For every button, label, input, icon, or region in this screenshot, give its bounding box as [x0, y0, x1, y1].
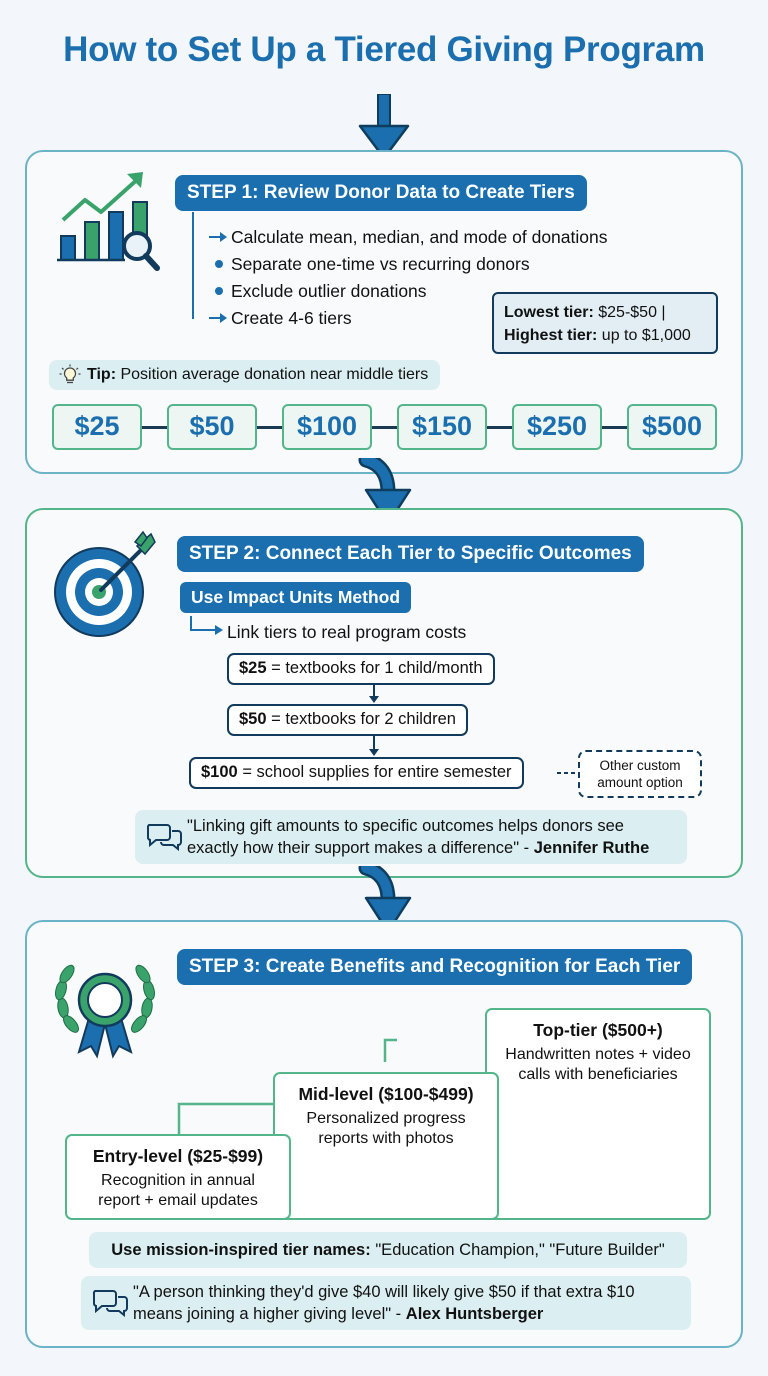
- tier-names-banner: Use mission-inspired tier names: "Educat…: [89, 1232, 687, 1268]
- step3-panel: STEP 3: Create Benefits and Recognition …: [25, 920, 743, 1348]
- bullet-dot-icon: [215, 260, 223, 268]
- tier-connector-line: [62, 426, 708, 429]
- arrow-right-icon: [209, 313, 227, 323]
- arrow-right-icon: [190, 616, 223, 635]
- bar-chart-magnifier-icon: [57, 172, 160, 271]
- tier-card-mid: Mid-level ($100-$499) Personalized progr…: [273, 1072, 499, 1220]
- tier-amounts-row: $25 $50 $100 $150 $250 $500: [52, 404, 718, 450]
- arrow-down-icon: [369, 736, 379, 756]
- outcome-item: $25 = textbooks for 1 child/month: [227, 653, 495, 685]
- tier-card-top: Top-tier ($500+) Handwritten notes + vid…: [485, 1008, 711, 1220]
- quote-banner: "Linking gift amounts to specific outcom…: [135, 810, 687, 864]
- tier-box: $250: [512, 404, 602, 450]
- speech-bubbles-icon: [146, 824, 182, 851]
- quote-banner: "A person thinking they'd give $40 will …: [81, 1276, 691, 1330]
- tier-box: $500: [627, 404, 717, 450]
- step1-panel: STEP 1: Review Donor Data to Create Tier…: [25, 150, 743, 474]
- tier-card-entry: Entry-level ($25-$99) Recognition in ann…: [65, 1134, 291, 1220]
- curved-arrow-down-icon: [358, 866, 412, 934]
- impact-units-method-label: Use Impact Units Method: [180, 582, 412, 613]
- tier-range-box: Lowest tier: $25-$50 | Highest tier: up …: [492, 292, 718, 354]
- list-item: Create 4-6 tiers: [201, 305, 608, 332]
- arrow-right-icon: [209, 232, 227, 242]
- step1-bullets: Calculate mean, median, and mode of dona…: [201, 224, 608, 332]
- tip-banner: Tip: Position average donation near midd…: [49, 360, 441, 390]
- page-title: How to Set Up a Tiered Giving Program: [63, 30, 705, 69]
- award-ribbon-laurel-icon: [55, 964, 155, 1059]
- step1-heading: STEP 1: Review Donor Data to Create Tier…: [175, 175, 587, 211]
- outcome-item: $100 = school supplies for entire semest…: [189, 757, 524, 789]
- outcome-item: $50 = textbooks for 2 children: [227, 704, 468, 736]
- tier-box: $100: [282, 404, 372, 450]
- list-item: Calculate mean, median, and mode of dona…: [201, 224, 608, 251]
- method-detail: Link tiers to real program costs: [227, 622, 467, 642]
- speech-bubbles-icon: [92, 1290, 128, 1317]
- list-item: Exclude outlier donations: [201, 278, 608, 305]
- dashed-connector: [557, 772, 579, 774]
- arrow-down-icon: [358, 94, 410, 160]
- tier-box: $50: [167, 404, 257, 450]
- step3-heading: STEP 3: Create Benefits and Recognition …: [177, 949, 693, 985]
- curved-arrow-down-icon: [358, 458, 412, 526]
- arrow-down-icon: [369, 685, 379, 703]
- tier-box: $150: [397, 404, 487, 450]
- custom-amount-option: Other custom amount option: [578, 750, 702, 798]
- tier-box: $25: [52, 404, 142, 450]
- step2-panel: STEP 2: Connect Each Tier to Specific Ou…: [25, 508, 743, 878]
- bullet-connector: [192, 212, 194, 319]
- step2-heading: STEP 2: Connect Each Tier to Specific Ou…: [177, 536, 644, 572]
- bullet-dot-icon: [215, 287, 223, 295]
- target-arrow-icon: [54, 530, 156, 637]
- list-item: Separate one-time vs recurring donors: [201, 251, 608, 278]
- lightbulb-icon: [59, 364, 81, 384]
